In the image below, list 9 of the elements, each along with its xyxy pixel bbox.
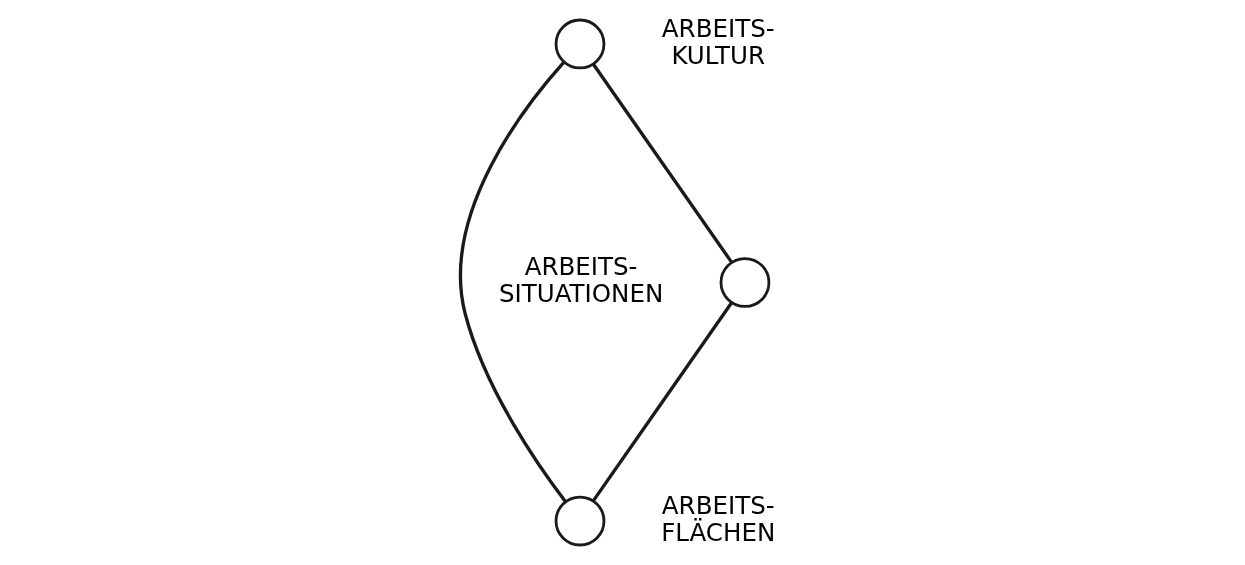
connector [591,301,734,502]
node-circle [554,495,606,547]
node-label: ARBEITS- KULTUR [661,13,775,70]
node-circle [554,18,606,70]
connector [459,60,567,503]
node-label: ARBEITS- FLÄCHEN [661,490,776,547]
node-circle [719,257,771,308]
node-label: ARBEITS- SITUATIONEN [498,252,664,309]
connector [591,63,734,264]
